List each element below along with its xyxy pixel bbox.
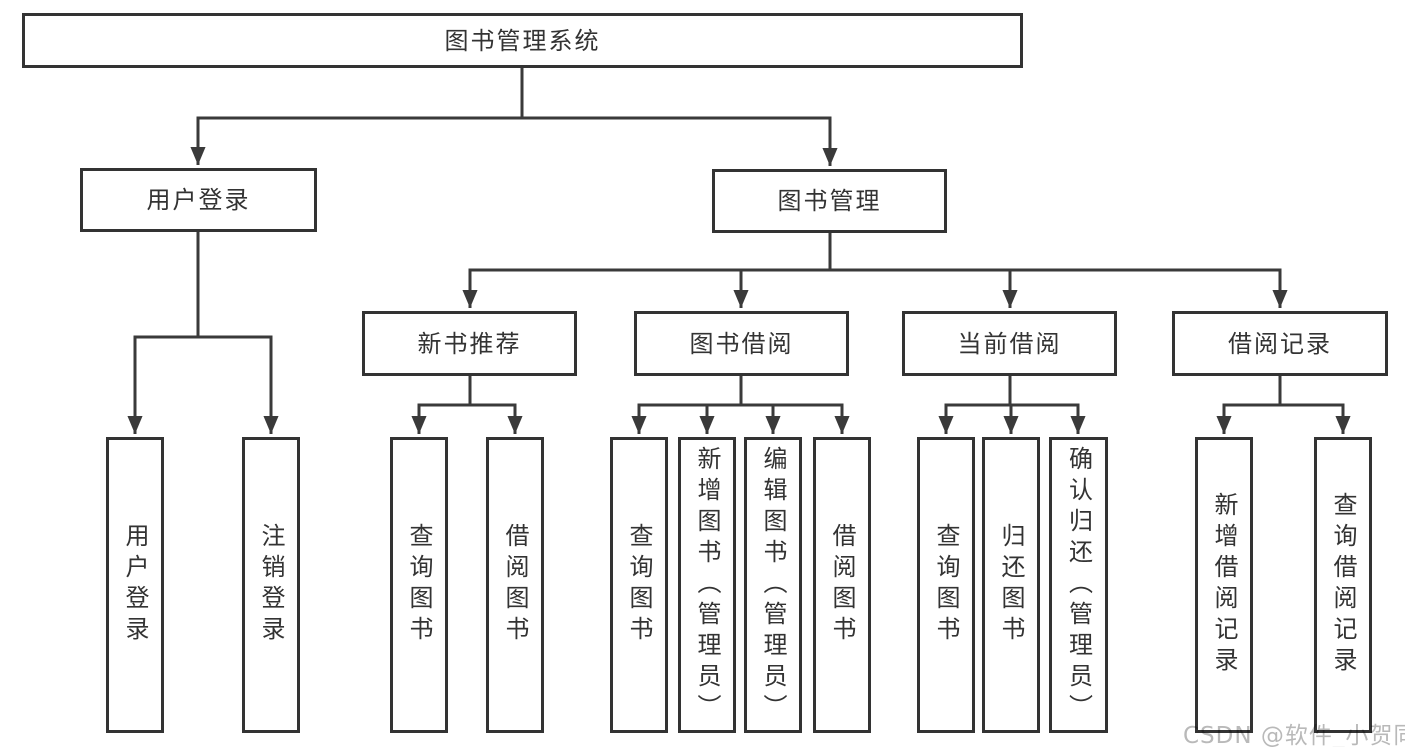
node-query-books-borrowing: 查询图书 [610, 437, 668, 733]
node-query-books-current: 查询图书 [917, 437, 975, 733]
node-query-books-recommend: 查询图书 [390, 437, 448, 733]
node-confirm-return-admin: 确认归还（管理员） [1049, 437, 1108, 733]
node-borrowing-records: 借阅记录 [1172, 311, 1388, 376]
node-borrow-books-borrowing: 借阅图书 [813, 437, 871, 733]
node-add-book-admin: 新增图书（管理员） [678, 437, 736, 733]
node-query-borrow-record: 查询借阅记录 [1314, 437, 1372, 733]
node-library-management-system: 图书管理系统 [22, 13, 1023, 68]
node-return-books: 归还图书 [982, 437, 1040, 733]
node-add-borrow-record: 新增借阅记录 [1195, 437, 1253, 733]
node-logout: 注销登录 [242, 437, 300, 733]
node-edit-book-admin: 编辑图书（管理员） [744, 437, 802, 733]
node-book-management-module: 图书管理 [712, 169, 947, 233]
node-user-login: 用户登录 [106, 437, 164, 733]
node-current-borrowing: 当前借阅 [902, 311, 1117, 376]
node-new-book-recommend: 新书推荐 [362, 311, 577, 376]
node-book-borrowing: 图书借阅 [634, 311, 849, 376]
csdn-watermark: CSDN @软件_小贺同学 [1183, 723, 1405, 747]
node-user-login-module: 用户登录 [80, 168, 317, 232]
node-borrow-books-recommend: 借阅图书 [486, 437, 544, 733]
